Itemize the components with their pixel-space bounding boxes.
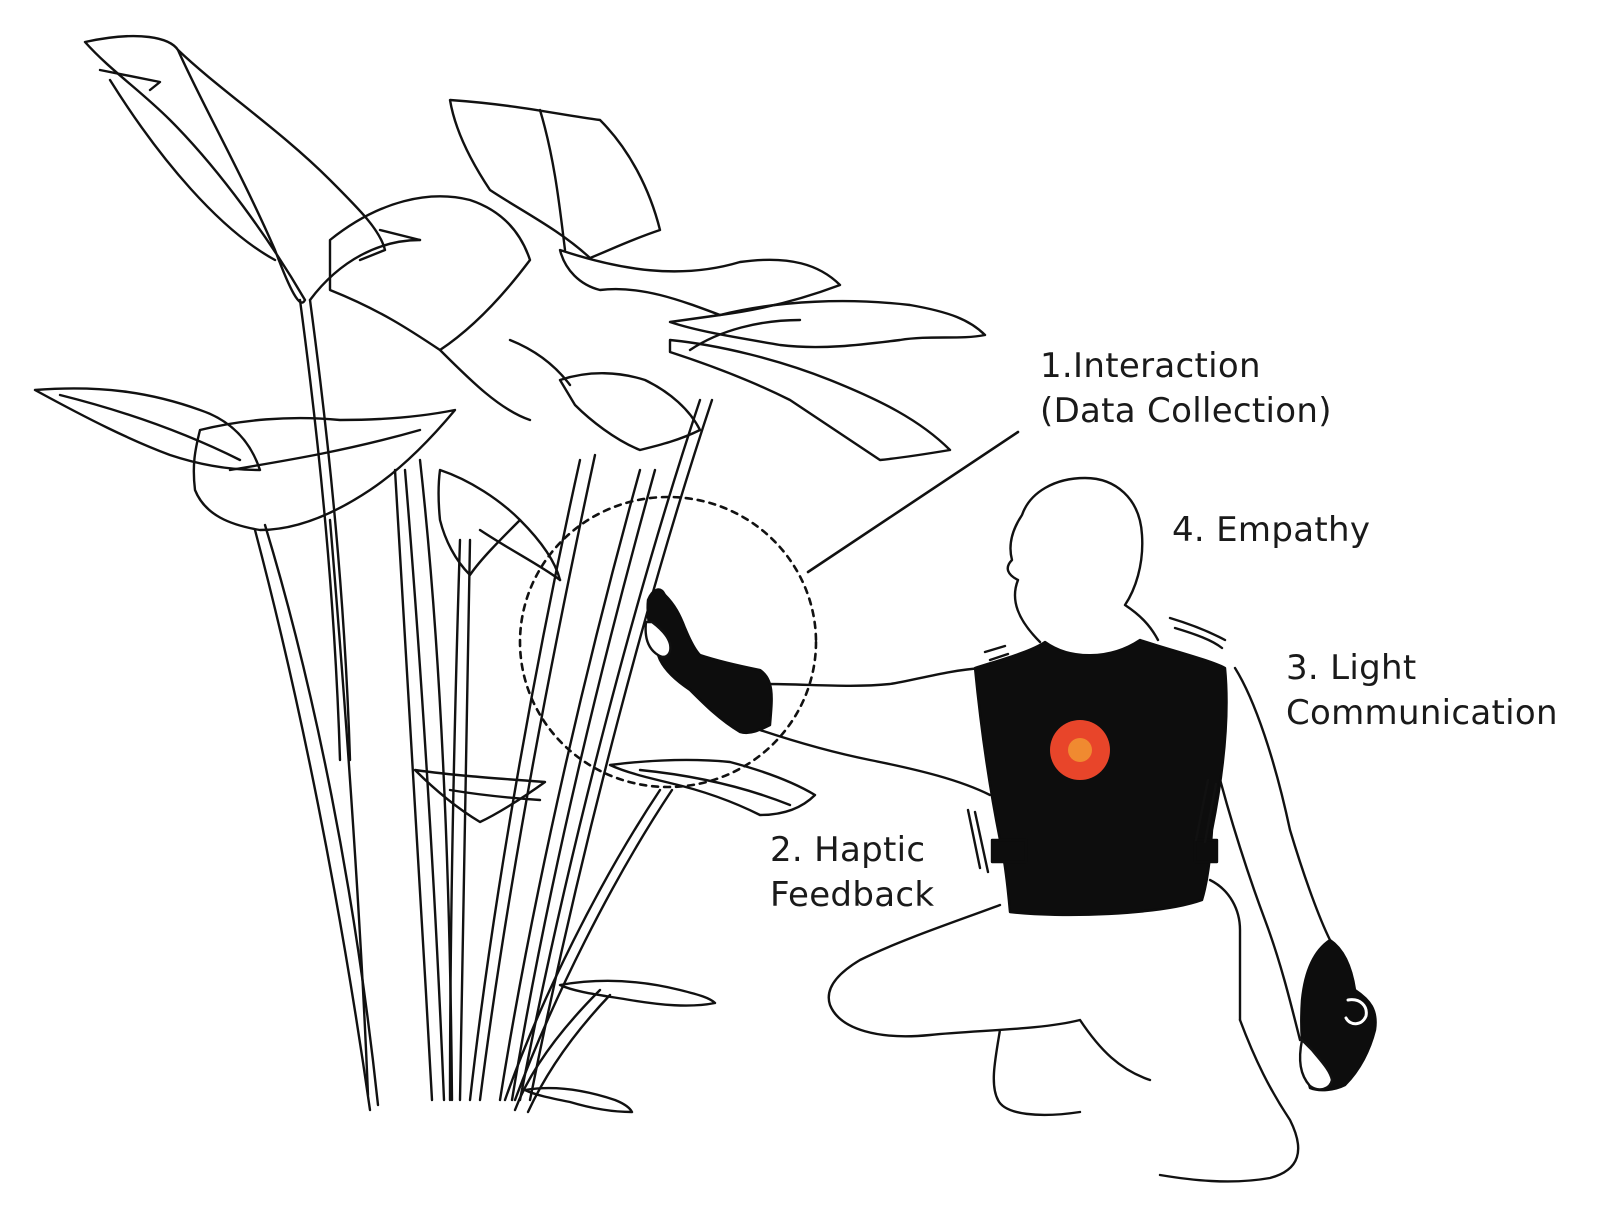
label-interaction-line1: 1.Interaction	[1040, 344, 1332, 389]
label-haptic-line2: Feedback	[770, 873, 934, 918]
interaction-leader-line	[808, 432, 1018, 572]
label-empathy: 4. Empathy	[1172, 508, 1370, 553]
label-interaction: 1.Interaction (Data Collection)	[1040, 344, 1332, 434]
plant-leaves	[35, 36, 985, 1112]
label-empathy-line1: 4. Empathy	[1172, 508, 1370, 553]
vest-strap-left	[992, 840, 1026, 862]
legs-outline	[829, 905, 1298, 1181]
plant-illustration	[35, 36, 985, 1112]
plant-stems	[255, 300, 712, 1112]
human-figure	[646, 478, 1376, 1181]
label-light-communication: 3. Light Communication	[1286, 646, 1558, 736]
hip-outline	[1210, 880, 1240, 1020]
vest-strap-right	[1195, 840, 1217, 862]
label-haptic-feedback: 2. Haptic Feedback	[770, 828, 934, 918]
label-haptic-line1: 2. Haptic	[770, 828, 934, 873]
haptic-vest	[975, 640, 1227, 915]
label-interaction-line2: (Data Collection)	[1040, 389, 1332, 434]
head-outline	[1008, 478, 1158, 642]
vest-light-inner	[1068, 738, 1092, 762]
label-light-line2: Communication	[1286, 691, 1558, 736]
outstretched-arm-outline	[760, 668, 990, 795]
label-light-line1: 3. Light	[1286, 646, 1558, 691]
front-glove	[648, 590, 772, 733]
